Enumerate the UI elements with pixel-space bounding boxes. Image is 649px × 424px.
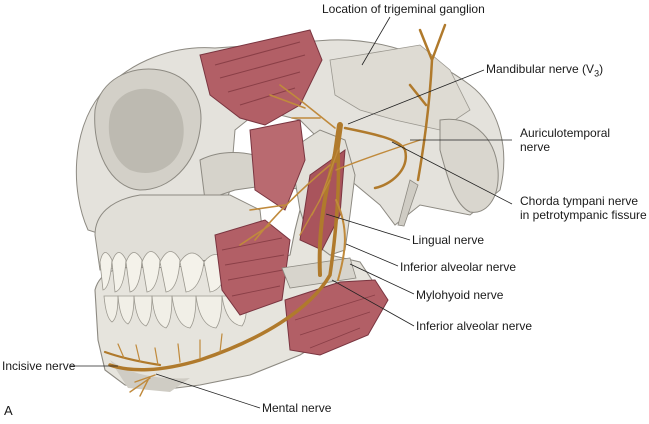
nerves: [103, 23, 447, 397]
muscles: [199, 29, 389, 356]
chorda-tympani-path: [335, 139, 421, 171]
lateral-pterygoid: [249, 119, 306, 211]
pterygoid-branches: [299, 149, 339, 236]
label-inferior-alveolar-upper: Inferior alveolar nerve: [400, 260, 517, 274]
leader-lingual: [325, 213, 411, 241]
leader-inferior-alveolar-lower: [331, 279, 415, 327]
inferior-alveolar-nerve-path: [108, 148, 341, 372]
masseter-fibers: [294, 294, 376, 349]
chin-shadow: [110, 360, 190, 392]
buccinator-fibers: [221, 237, 285, 297]
label-lingual-nerve: Lingual nerve: [412, 233, 485, 247]
orbit-shadow: [108, 88, 184, 173]
label-trigeminal-ganglion: Location of trigeminal ganglion: [322, 2, 485, 16]
label-auriculotemporal: Auriculotemporal nerve: [520, 126, 610, 154]
label-auriculotemporal-line1: Auriculotemporal: [520, 126, 611, 140]
label-mandibular-nerve-subscript: 3: [594, 68, 600, 79]
leader-mandibular: [347, 69, 485, 125]
buccal-branches: [239, 164, 331, 246]
temporalis-fibers: [214, 41, 306, 106]
leader-inferior-alveolar-upper: [345, 243, 399, 267]
panel-letter: A: [4, 403, 13, 418]
label-incisive-nerve: Incisive nerve: [2, 359, 76, 373]
mental-nerve-branches: [129, 374, 156, 397]
leader-chorda: [391, 141, 513, 205]
label-mandibular-nerve: Mandibular nerve (V3): [486, 62, 603, 80]
label-mandibular-nerve-text: Mandibular nerve (V: [486, 62, 595, 76]
temporalis-muscle: [199, 29, 323, 126]
mylohyoid-nerve-path: [335, 199, 346, 281]
leader-trigeminal: [361, 16, 391, 66]
incisive-nerve-path: [103, 350, 162, 367]
auriculotemporal-nerve-path: [343, 126, 408, 190]
label-mandibular-nerve-close: ): [599, 62, 604, 76]
upper-teeth: [99, 251, 229, 293]
teeth: [99, 251, 247, 329]
label-mylohyoid-nerve: Mylohyoid nerve: [416, 288, 504, 302]
leader-lines: [70, 16, 513, 409]
label-auriculotemporal-line2: nerve: [520, 140, 551, 154]
label-chorda-tympani: Chorda tympani nerve in petrotympanic fi…: [520, 194, 647, 222]
leader-mylohyoid: [349, 263, 415, 295]
buccinator-muscle: [214, 219, 291, 316]
leader-mental: [155, 373, 261, 409]
label-chorda-tympani-line1: Chorda tympani nerve: [520, 194, 639, 208]
temporal-branches: [269, 84, 336, 129]
label-inferior-alveolar-lower: Inferior alveolar nerve: [416, 319, 533, 333]
styloid-process: [397, 179, 419, 227]
label-mental-nerve: Mental nerve: [262, 401, 332, 415]
auriculotemporal-ascending: [408, 23, 447, 182]
label-chorda-tympani-line2: in petrotympanic fissure: [520, 208, 647, 222]
incisive-twigs: [117, 333, 223, 366]
